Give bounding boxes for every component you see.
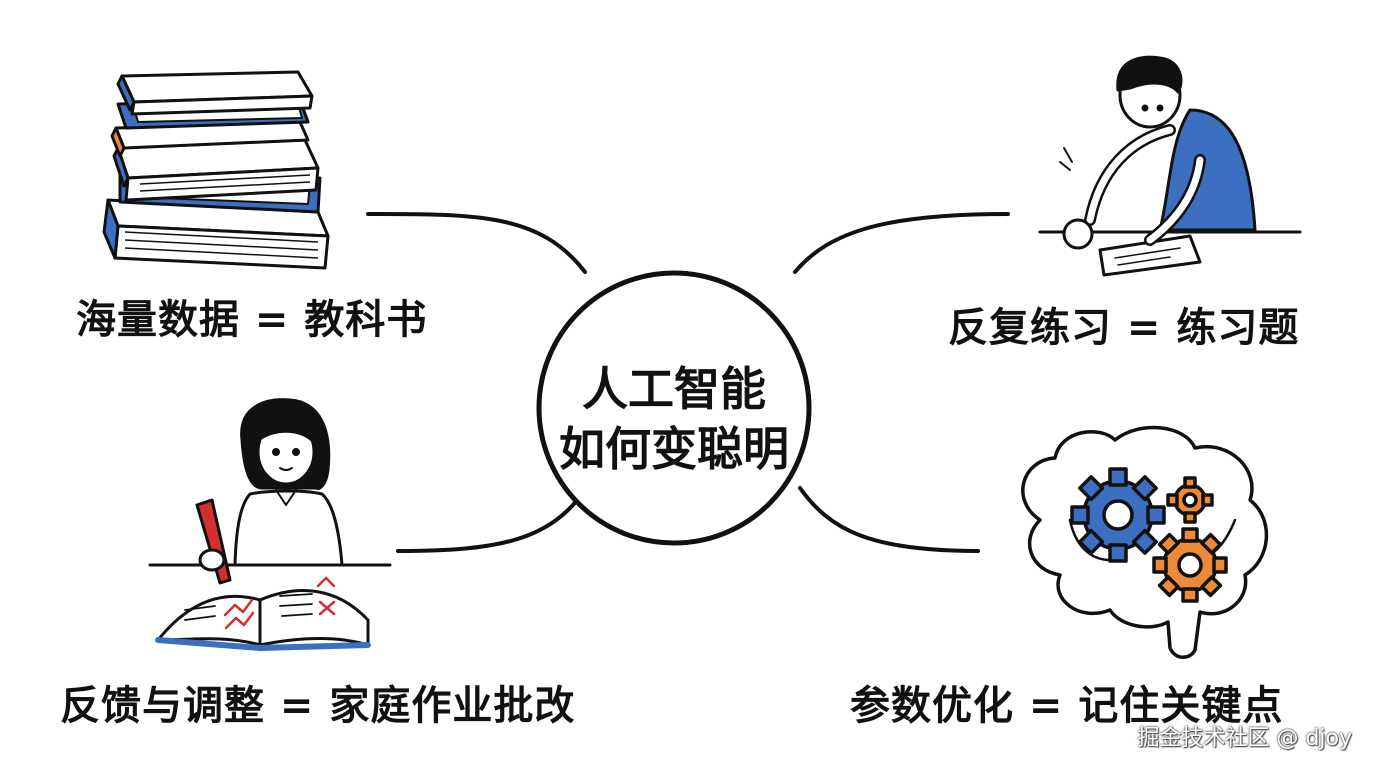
center-node — [536, 270, 812, 546]
connectors — [366, 212, 1010, 553]
connector-bottom-right — [798, 486, 980, 553]
connector-top-right — [793, 212, 1010, 274]
branch-label-data: 海量数据 = 教科书 — [76, 297, 428, 343]
connector-bottom-left — [396, 488, 587, 553]
center-title-line1: 人工智能 — [582, 362, 766, 417]
branch-label-practice: 反复练习 = 练习题 — [948, 305, 1300, 351]
center-title-line2: 如何变聪明 — [559, 422, 789, 476]
connector-top-left — [366, 212, 587, 274]
branch-label-params: 参数优化 = 记住关键点 — [850, 683, 1284, 729]
boy-doing-exercises-icon — [1038, 55, 1302, 277]
watermark: 掘金技术社区 @ djoy — [1137, 726, 1352, 751]
books-stack-icon — [102, 70, 330, 270]
brain-gears-icon — [1021, 425, 1269, 659]
girl-grading-homework-icon — [148, 398, 392, 651]
center-title: 人工智能 如何变聪明 — [540, 300, 808, 540]
branch-label-feedback: 反馈与调整 = 家庭作业批改 — [60, 683, 576, 729]
